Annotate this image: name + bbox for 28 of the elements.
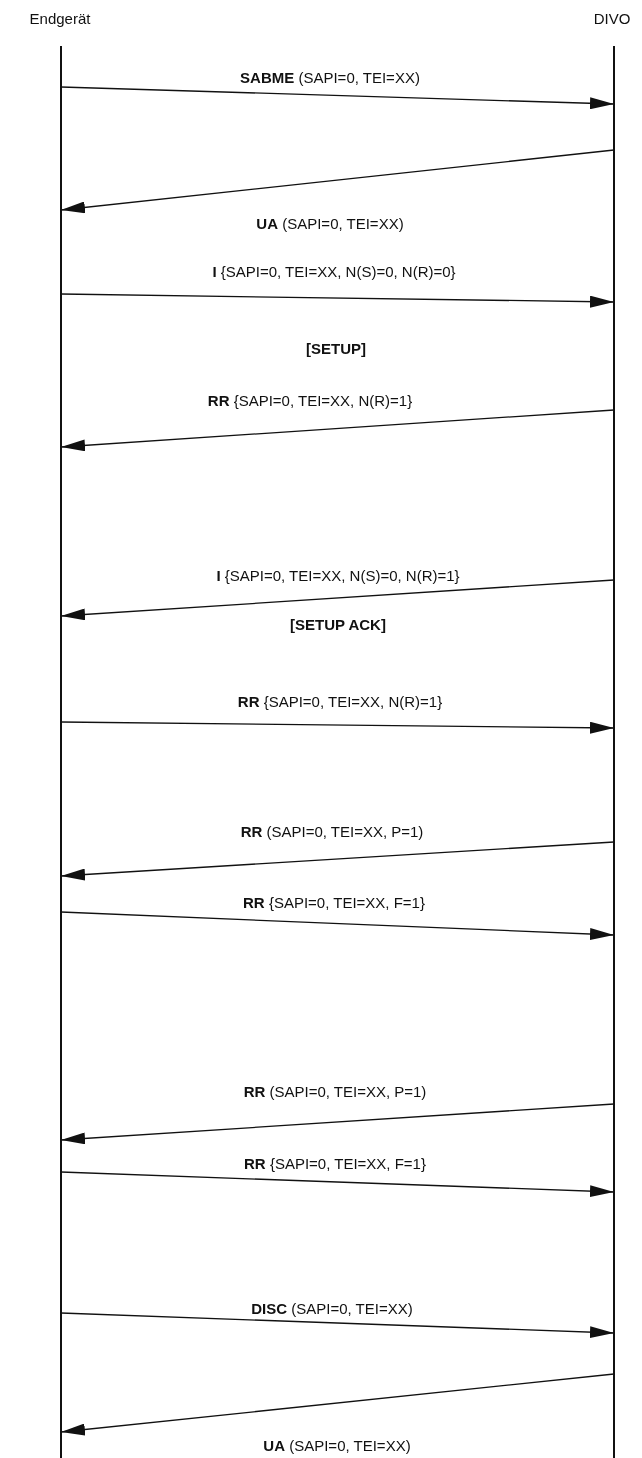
edge-label: I {SAPI=0, TEI=XX, N(S)=0, N(R)=1} <box>214 567 462 585</box>
edge-label: RR (SAPI=0, TEI=XX, P=1) <box>241 1083 429 1101</box>
message-note: [SETUP ACK] <box>288 616 388 634</box>
message-arrow <box>60 1103 615 1145</box>
message-arrow <box>60 579 615 621</box>
message-arrow <box>60 86 615 110</box>
participant-label: DIVO <box>592 10 632 27</box>
edge-label: UA (SAPI=0, TEI=XX) <box>261 1437 413 1455</box>
edge-label: I {SAPI=0, TEI=XX, N(S)=0, N(R)=0} <box>210 263 458 281</box>
edge-label: RR (SAPI=0, TEI=XX, P=1) <box>238 823 426 841</box>
message-arrow <box>60 721 615 734</box>
message-note: [SETUP] <box>304 340 368 358</box>
edge-label: RR {SAPI=0, TEI=XX, N(R)=1} <box>235 693 445 711</box>
message-arrow <box>60 1312 615 1339</box>
message-arrow <box>60 1373 615 1436</box>
message-arrow <box>60 149 615 214</box>
message-arrow <box>60 293 615 308</box>
edge-label: RR {SAPI=0, TEI=XX, F=1} <box>241 894 427 912</box>
message-arrow <box>60 409 615 452</box>
edge-label: SABME (SAPI=0, TEI=XX) <box>238 69 422 87</box>
message-arrow <box>60 911 615 940</box>
message-arrow <box>60 1171 615 1198</box>
edge-label: UA (SAPI=0, TEI=XX) <box>254 215 406 233</box>
message-arrow <box>60 841 615 881</box>
edge-label: RR {SAPI=0, TEI=XX, N(R)=1} <box>205 392 415 410</box>
edge-label: DISC (SAPI=0, TEI=XX) <box>249 1300 415 1318</box>
edge-label: RR {SAPI=0, TEI=XX, F=1} <box>242 1155 428 1173</box>
participant-label: Endgerät <box>28 10 92 27</box>
